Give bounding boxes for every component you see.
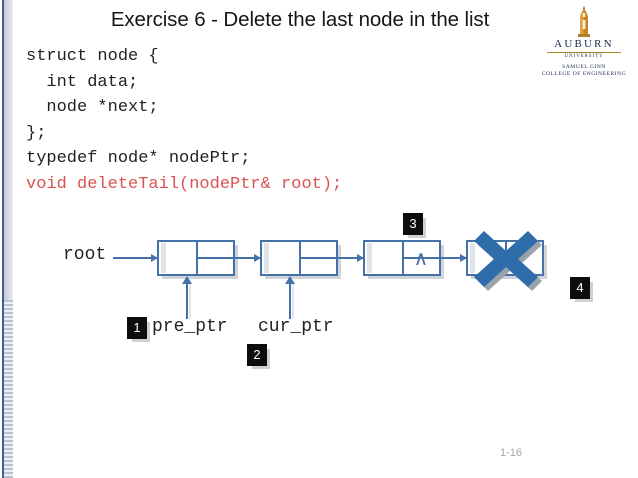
page-number: 1-16 (500, 447, 523, 459)
node-2-to-node-3-arrow (301, 253, 364, 262)
cur-ptr-label: cur_ptr (258, 317, 334, 337)
node-2-data-cell (264, 243, 269, 273)
root-to-node-1-arrow (113, 253, 158, 262)
node-1-to-node-2-arrow (198, 253, 261, 262)
cur-ptr-arrow (284, 276, 295, 319)
step-badge-4: 4 (570, 277, 590, 299)
node-1-data-cell (161, 243, 166, 273)
auburn-university-logo: AUBURN UNIVERSITY SAMUEL GINN COLLEGE OF… (538, 6, 630, 77)
auburn-tower-icon (538, 6, 630, 38)
accent-stripe-band (4, 0, 13, 478)
root-label: root (63, 245, 107, 265)
page-title: Exercise 6 - Delete the last node in the… (110, 8, 490, 31)
node-3-data-cell (367, 243, 372, 273)
code-line-6: void deleteTail(nodePtr& root); (26, 174, 343, 194)
code-line-5: typedef node* nodePtr; (26, 149, 251, 168)
node-2-divider (299, 242, 301, 274)
node-3-divider (402, 242, 404, 274)
code-block: struct node { int data; node *next;}; typ… (26, 44, 342, 197)
accent-stripe-dark (2, 0, 4, 478)
node-1-divider (196, 242, 198, 274)
logo-college-line-2: COLLEGE OF ENGINEERING (541, 71, 627, 77)
code-line-3: node *next; (26, 98, 159, 117)
logo-wordmark: AUBURN (554, 38, 614, 50)
code-line-2: int data; (26, 72, 139, 92)
pre-ptr-arrow (181, 276, 192, 319)
logo-rule (547, 51, 621, 53)
code-line-1: struct node { (26, 47, 159, 66)
step-badge-1: 1 (127, 317, 147, 339)
code-line-4: }; (26, 123, 47, 143)
accent-stripe-hatch (4, 300, 13, 478)
logo-subtitle: UNIVERSITY (564, 54, 604, 59)
delete-x-icon (474, 231, 542, 291)
pre-ptr-label: pre_ptr (152, 317, 228, 337)
node-3-to-node-4-arrow (404, 253, 467, 262)
node-4-data-cell (470, 243, 475, 273)
logo-college-line-1: SAMUEL GINN (562, 64, 606, 70)
step-badge-3: 3 (403, 213, 423, 235)
step-badge-2: 2 (247, 344, 267, 366)
null-pointer-symbol: ∧ (413, 248, 429, 270)
slide-accent-bar (0, 0, 14, 478)
